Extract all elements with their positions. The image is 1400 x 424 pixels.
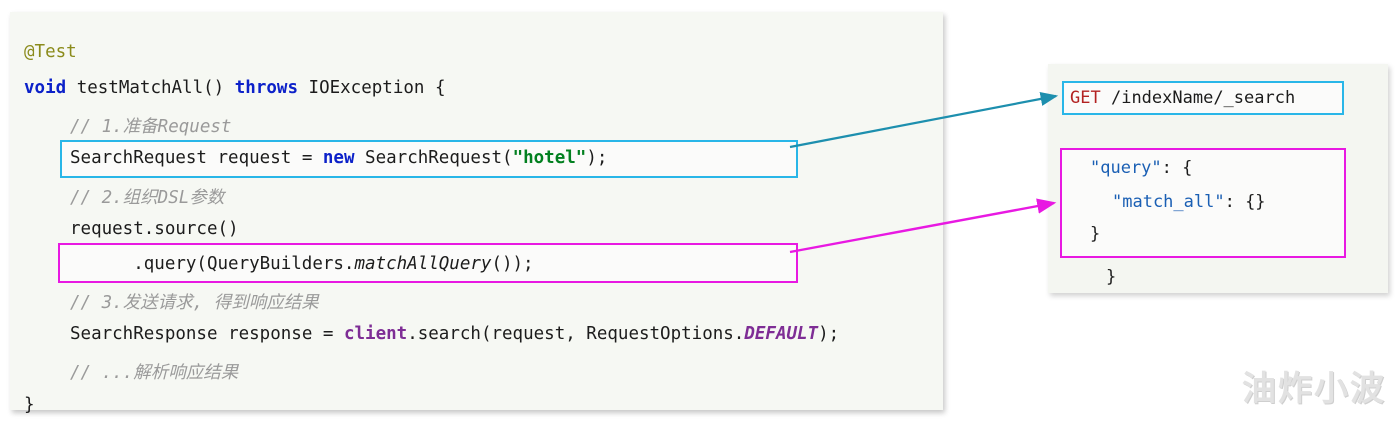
comment-send-request: // 3.发送请求, 得到响应结果 [70, 293, 319, 313]
java-code-panel: @Test void testMatchAll() throws IOExcep… [10, 12, 943, 415]
query-dsl-highlight-box [58, 243, 798, 283]
dsl-close-brace: } [1106, 267, 1117, 287]
search-call-suffix: ); [818, 324, 840, 344]
type-search-request: SearchRequest [70, 148, 207, 168]
code-line-method-signature: void testMatchAll() throws IOException { [24, 78, 446, 98]
type-search-response: SearchResponse [70, 324, 218, 344]
code-line-annotation: @Test [24, 42, 77, 62]
field-client: client [343, 324, 408, 344]
match-all-query-highlight-box: "query": { "match_all": {} } [1060, 148, 1346, 258]
dsl-query-close-brace: } [1090, 224, 1101, 244]
code-line-search-response: SearchResponse response = client.search(… [70, 324, 840, 344]
dsl-query-key-line: "query": { [1090, 158, 1192, 178]
keyword-throws: throws [234, 78, 298, 98]
string-hotel: "hotel" [512, 148, 587, 168]
code-line-close-brace: } [24, 395, 35, 415]
search-call: .search(request, RequestOptions. [407, 324, 745, 344]
ctor-search-request: SearchRequest( [365, 148, 513, 168]
var-request: request [217, 148, 292, 168]
keyword-void: void [24, 78, 67, 98]
code-line-query-matchall: .query(QueryBuilders.matchAllQuery()); [70, 254, 534, 274]
get-endpoint-highlight-box: GET /indexName/_search [1062, 81, 1344, 115]
request-path: /indexName/_search [1110, 88, 1296, 108]
query-builders-call: .query(QueryBuilders. [133, 254, 355, 274]
method-name: testMatchAll() [76, 78, 225, 98]
http-verb-get: GET [1070, 88, 1101, 108]
match-all-query-method: matchAllQuery [354, 254, 492, 274]
json-query-open: : { [1161, 158, 1193, 178]
json-key-match-all: "match_all" [1112, 192, 1225, 212]
annotation-test: @Test [24, 42, 77, 62]
json-match-all-value: : {} [1224, 192, 1266, 212]
dsl-match-all-line: "match_all": {} [1112, 192, 1266, 212]
brace-open: { [434, 78, 446, 98]
const-default: DEFAULT [744, 324, 819, 344]
comment-parse-response: // ...解析响应结果 [70, 363, 239, 383]
search-request-highlight-box [60, 140, 798, 178]
comment-prepare-request: // 1.准备Request [70, 117, 232, 137]
code-line-request-source: request.source() [70, 219, 239, 239]
code-line-search-request: SearchRequest request = new SearchReques… [70, 148, 608, 168]
keyword-new: new [322, 148, 355, 168]
var-response: response [228, 324, 313, 344]
comment-build-dsl: // 2.组织DSL参数 [70, 188, 225, 208]
watermark-text: 油炸小波 [1242, 369, 1386, 409]
exception-type: IOException [308, 78, 425, 98]
dsl-request-line: GET /indexName/_search [1070, 88, 1295, 108]
json-key-query: "query" [1090, 158, 1162, 178]
query-call-suffix: ()); [491, 254, 534, 274]
